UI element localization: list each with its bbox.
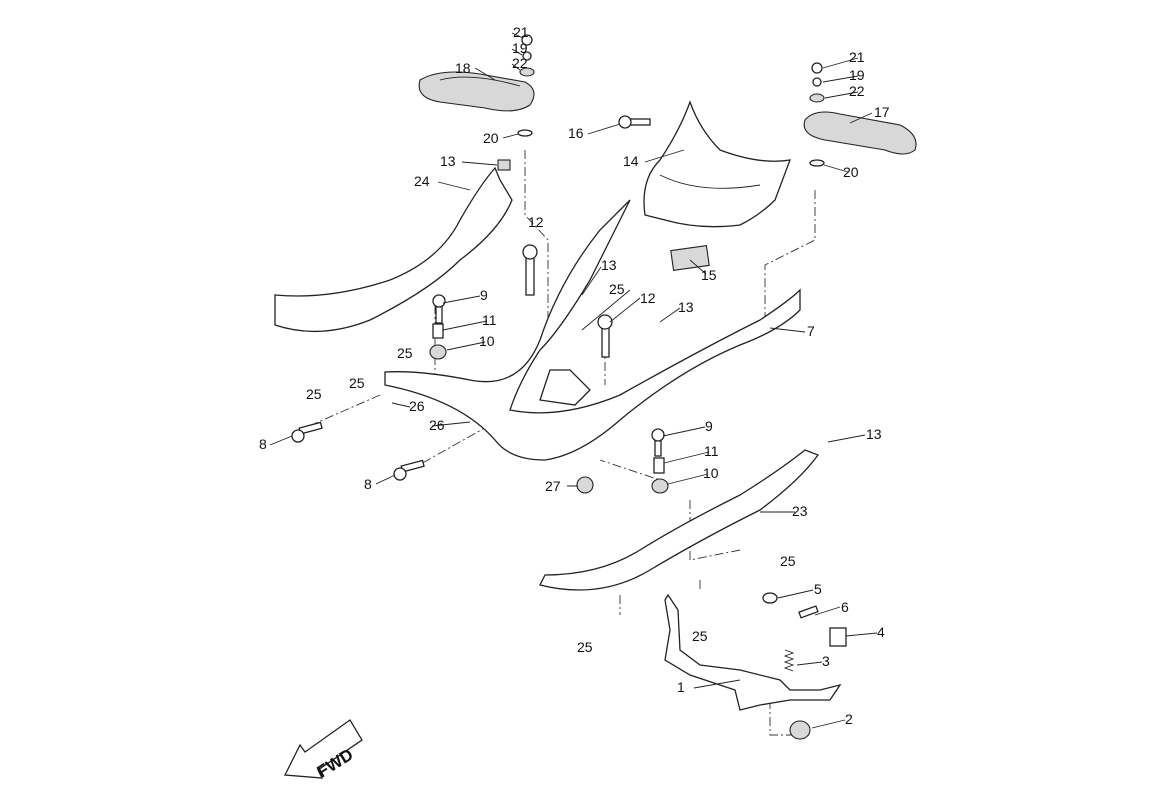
- label: 1: [677, 679, 685, 695]
- label: 20: [483, 130, 499, 146]
- label: 21: [513, 24, 529, 40]
- part-23-side-cover: [539, 449, 820, 591]
- label: 8: [259, 436, 267, 452]
- label: 25: [397, 345, 413, 361]
- part-14-cover: [643, 100, 792, 228]
- part-15-pad: [670, 244, 710, 272]
- label: 15: [701, 267, 717, 283]
- label: 7: [807, 323, 815, 339]
- label: 4: [877, 624, 885, 640]
- part-24-side-cover: [274, 166, 513, 333]
- label: 9: [705, 418, 713, 434]
- label: 19: [512, 40, 528, 56]
- label: 20: [843, 164, 859, 180]
- label: 12: [528, 214, 544, 230]
- label: 25: [609, 281, 625, 297]
- label: 3: [822, 653, 830, 669]
- label: 22: [512, 55, 528, 71]
- label: 9: [480, 287, 488, 303]
- part-labels: 21 19 22 18 20 13 24 12 13 25 12 9 11 10…: [259, 24, 890, 727]
- label: 10: [479, 333, 495, 349]
- label: 11: [482, 312, 497, 328]
- part-7-floor-board: [384, 199, 801, 461]
- label: 8: [364, 476, 372, 492]
- label: 25: [780, 553, 796, 569]
- label: 25: [306, 386, 322, 402]
- fwd-arrow: FWD: [283, 719, 363, 782]
- label: 13: [866, 426, 882, 442]
- part-17-right-footrest: [803, 111, 917, 155]
- hardware: [291, 34, 847, 740]
- label: 25: [349, 375, 365, 391]
- label: 5: [814, 581, 822, 597]
- label: 2: [845, 711, 853, 727]
- label: 23: [792, 503, 808, 519]
- label: 14: [623, 153, 639, 169]
- label: 26: [429, 417, 445, 433]
- label: 24: [414, 173, 430, 189]
- label: 16: [568, 125, 584, 141]
- label: 18: [455, 60, 471, 76]
- label: 27: [545, 478, 561, 494]
- label: 13: [678, 299, 694, 315]
- label: 25: [577, 639, 593, 655]
- label: 25: [692, 628, 708, 644]
- label: 26: [409, 398, 425, 414]
- label: 19: [849, 67, 865, 83]
- label: 11: [704, 443, 719, 459]
- part-18-left-footrest: [418, 71, 535, 112]
- label: 21: [849, 49, 865, 65]
- label: 12: [640, 290, 656, 306]
- leader-lines: [269, 32, 878, 729]
- label: 10: [703, 465, 719, 481]
- label: 13: [440, 153, 456, 169]
- label: 22: [849, 83, 865, 99]
- label: 13: [601, 257, 617, 273]
- label: 17: [874, 104, 890, 120]
- label: 6: [841, 599, 849, 615]
